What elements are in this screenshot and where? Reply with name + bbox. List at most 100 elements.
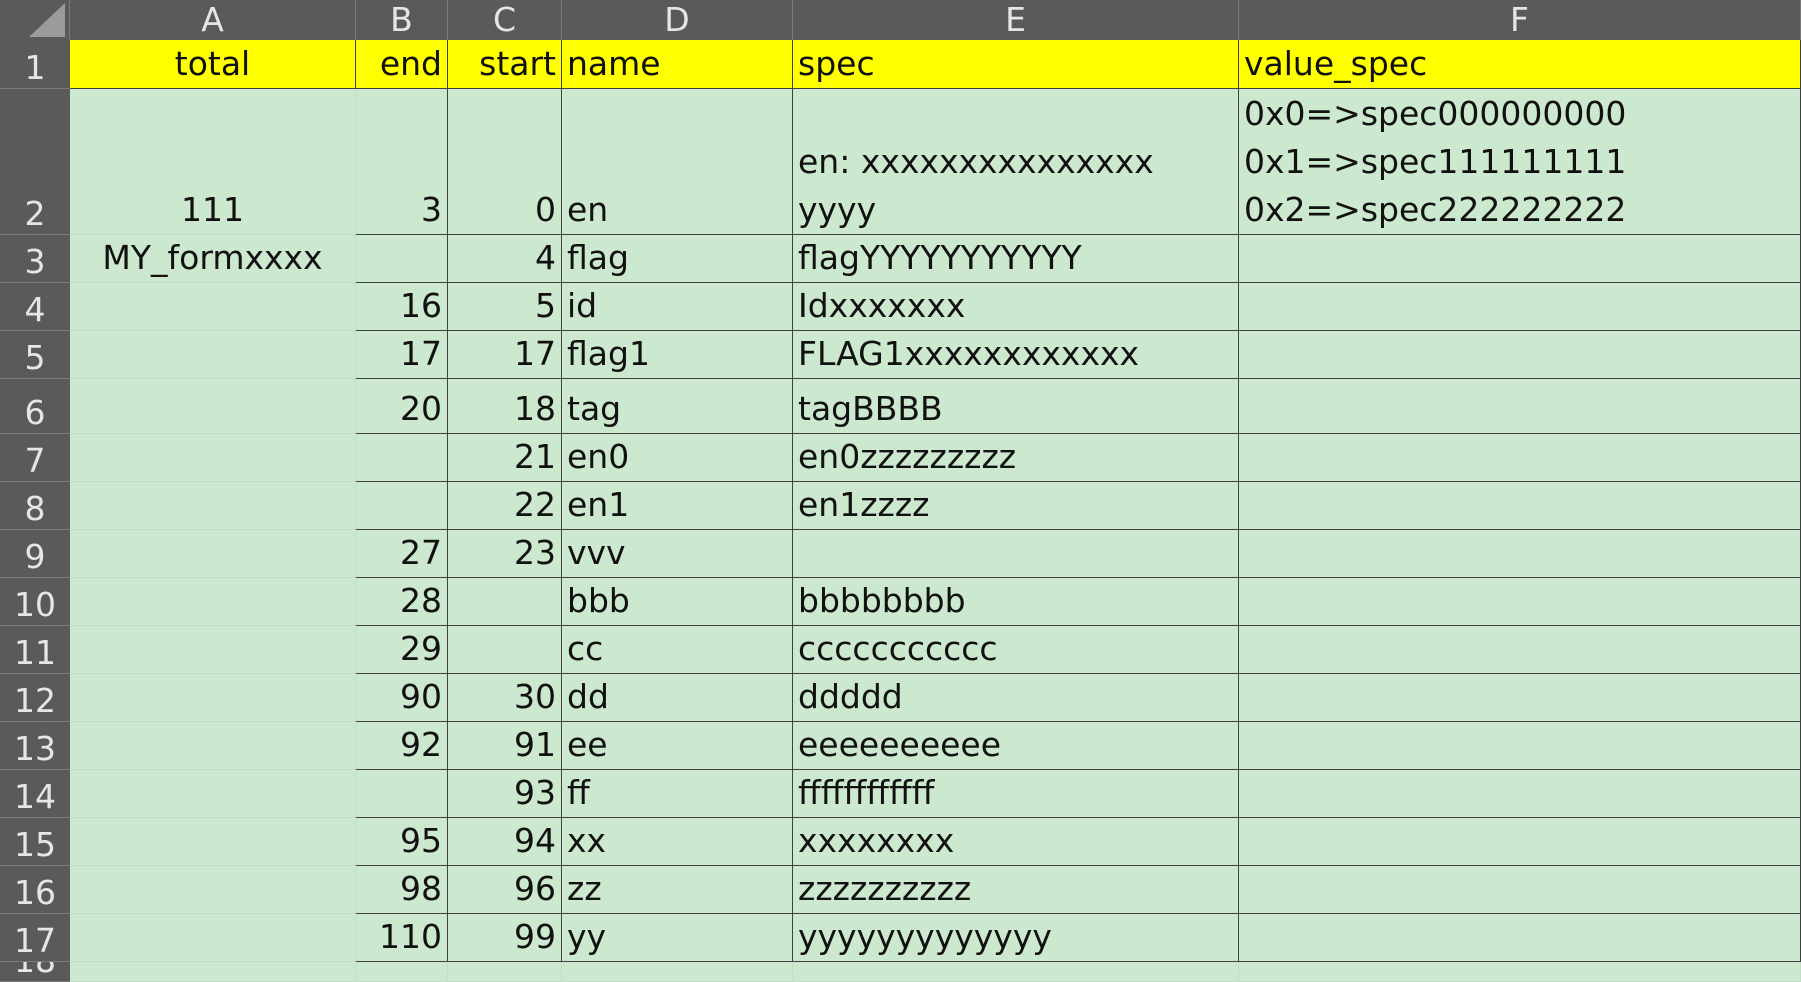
cell-name[interactable]: vvv [562, 530, 793, 578]
cell-value-spec[interactable] [1239, 914, 1801, 962]
row-header-4[interactable]: 4 [0, 283, 70, 331]
cell-value-spec[interactable] [1239, 626, 1801, 674]
column-header-b[interactable]: B [356, 0, 448, 40]
cell-name[interactable]: ee [562, 722, 793, 770]
cell-name[interactable]: flag [562, 235, 793, 283]
cell-name[interactable]: en [562, 89, 793, 235]
cell-start[interactable]: 17 [448, 331, 562, 379]
column-header-e[interactable]: E [793, 0, 1239, 40]
cell-spec[interactable]: en1zzzz [793, 482, 1239, 530]
cell-name[interactable]: dd [562, 674, 793, 722]
cell-end[interactable] [356, 434, 448, 482]
row-header-16[interactable]: 16 [0, 866, 70, 914]
cell-start[interactable]: 4 [448, 235, 562, 283]
header-cell-spec[interactable]: spec [793, 40, 1239, 89]
cell-empty[interactable] [793, 962, 1239, 982]
cell-spec[interactable]: xxxxxxxx [793, 818, 1239, 866]
cell-name[interactable]: id [562, 283, 793, 331]
cell-total[interactable] [70, 482, 356, 530]
cell-value-spec[interactable] [1239, 379, 1801, 434]
cell-end[interactable]: 17 [356, 331, 448, 379]
cell-end[interactable]: 110 [356, 914, 448, 962]
row-header-6[interactable]: 6 [0, 379, 70, 434]
row-header-10[interactable]: 10 [0, 578, 70, 626]
cell-end[interactable]: 27 [356, 530, 448, 578]
cell-total[interactable] [70, 379, 356, 434]
cell-spec[interactable]: Idxxxxxxx [793, 283, 1239, 331]
row-header-11[interactable]: 11 [0, 626, 70, 674]
cell-spec[interactable]: tagBBBB [793, 379, 1239, 434]
cell-value-spec[interactable] [1239, 434, 1801, 482]
cell-empty[interactable] [356, 962, 448, 982]
cell-name[interactable]: ff [562, 770, 793, 818]
cell-value-spec[interactable] [1239, 331, 1801, 379]
cell-start[interactable]: 22 [448, 482, 562, 530]
cell-spec[interactable]: ffffffffffff [793, 770, 1239, 818]
cell-total[interactable]: MY_formxxxx [70, 235, 356, 283]
cell-start[interactable]: 0 [448, 89, 562, 235]
cell-start[interactable]: 91 [448, 722, 562, 770]
cell-total[interactable] [70, 770, 356, 818]
cell-total[interactable] [70, 674, 356, 722]
cell-start[interactable]: 99 [448, 914, 562, 962]
cell-name[interactable]: cc [562, 626, 793, 674]
cell-total[interactable] [70, 434, 356, 482]
header-cell-end[interactable]: end [356, 40, 448, 89]
row-header-15[interactable]: 15 [0, 818, 70, 866]
row-header-5[interactable]: 5 [0, 331, 70, 379]
cell-start[interactable] [448, 578, 562, 626]
column-header-a[interactable]: A [70, 0, 356, 40]
cell-total[interactable] [70, 530, 356, 578]
cell-value-spec[interactable] [1239, 818, 1801, 866]
row-header-1[interactable]: 1 [0, 40, 70, 89]
cell-end[interactable]: 16 [356, 283, 448, 331]
cell-spec[interactable]: zzzzzzzzzz [793, 866, 1239, 914]
column-header-f[interactable]: F [1239, 0, 1801, 40]
cell-end[interactable]: 3 [356, 89, 448, 235]
cell-spec[interactable]: ccccccccccc [793, 626, 1239, 674]
cell-name[interactable]: tag [562, 379, 793, 434]
cell-value-spec[interactable] [1239, 770, 1801, 818]
column-header-c[interactable]: C [448, 0, 562, 40]
cell-start[interactable]: 5 [448, 283, 562, 331]
cell-spec[interactable]: bbbbbbbb [793, 578, 1239, 626]
cell-total[interactable] [70, 283, 356, 331]
cell-empty[interactable] [448, 962, 562, 982]
cell-name[interactable]: zz [562, 866, 793, 914]
row-header-18[interactable]: 18 [0, 962, 70, 982]
cell-total[interactable] [70, 331, 356, 379]
cell-spec[interactable]: en0zzzzzzzzz [793, 434, 1239, 482]
cell-empty[interactable] [1239, 962, 1801, 982]
cell-end[interactable]: 28 [356, 578, 448, 626]
cell-name[interactable]: xx [562, 818, 793, 866]
cell-end[interactable] [356, 235, 448, 283]
row-header-8[interactable]: 8 [0, 482, 70, 530]
cell-spec[interactable]: eeeeeeeeee [793, 722, 1239, 770]
cell-name[interactable]: flag1 [562, 331, 793, 379]
header-cell-total[interactable]: total [70, 40, 356, 89]
column-header-d[interactable]: D [562, 0, 793, 40]
cell-start[interactable]: 21 [448, 434, 562, 482]
cell-total[interactable] [70, 722, 356, 770]
row-header-7[interactable]: 7 [0, 434, 70, 482]
cell-total[interactable]: 111 [70, 89, 356, 235]
cell-total[interactable] [70, 866, 356, 914]
cell-end[interactable] [356, 482, 448, 530]
header-cell-value-spec[interactable]: value_spec [1239, 40, 1801, 89]
cell-start[interactable]: 96 [448, 866, 562, 914]
cell-start[interactable]: 94 [448, 818, 562, 866]
cell-start[interactable] [448, 626, 562, 674]
header-cell-name[interactable]: name [562, 40, 793, 89]
cell-start[interactable]: 23 [448, 530, 562, 578]
cell-name[interactable]: en0 [562, 434, 793, 482]
cell-total[interactable] [70, 818, 356, 866]
cell-total[interactable] [70, 578, 356, 626]
header-cell-start[interactable]: start [448, 40, 562, 89]
cell-end[interactable]: 20 [356, 379, 448, 434]
cell-empty[interactable] [70, 962, 356, 982]
cell-start[interactable]: 18 [448, 379, 562, 434]
cell-end[interactable]: 95 [356, 818, 448, 866]
cell-value-spec[interactable] [1239, 235, 1801, 283]
